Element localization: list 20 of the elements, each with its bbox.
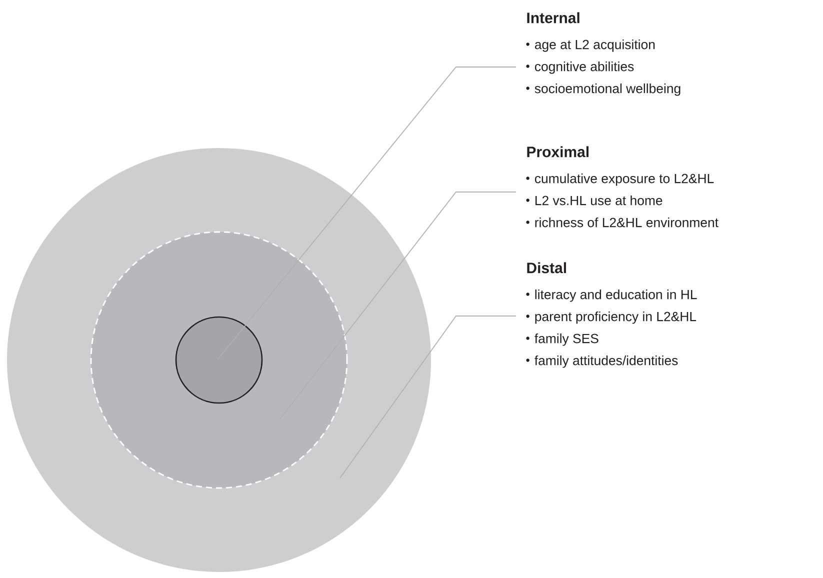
circle <box>175 316 263 404</box>
node-label: Proximal <box>527 146 588 158</box>
node-label: literacy and education in HL <box>535 290 697 302</box>
node-label: parent proficiency in L2&HL <box>535 311 696 324</box>
node-label: family SES <box>534 333 598 346</box>
factor-list: Internal age at L2 acquisition cognitive abilities socioemotional wellbeing <box>526 12 680 96</box>
node-label: family attitudes/identities <box>534 355 678 368</box>
node-label: age at L2 acquisition <box>534 40 655 52</box>
node-label: L2 vs.HL use at home <box>535 196 662 206</box>
factor-list: Distal literacy and education in HL parent proficiency in L2&HL family SES family attitudes/identities <box>526 262 697 368</box>
node-label: cumulative exposure to L2&HL <box>534 174 714 186</box>
leader-line <box>280 192 516 420</box>
factor-list: Proximal cumulative exposure to L2&HL L2 vs.HL use at home richness of L2&HL environment <box>526 146 718 228</box>
node-label: Distal <box>527 262 566 274</box>
node-label: socioemotional wellbeing <box>534 84 680 96</box>
node-label: cognitive abilities <box>534 62 634 74</box>
node-label: richness of L2&HL environment <box>535 218 718 228</box>
leader-line <box>218 66 516 360</box>
leader-line <box>340 316 516 478</box>
node-label: Internal <box>527 12 580 24</box>
